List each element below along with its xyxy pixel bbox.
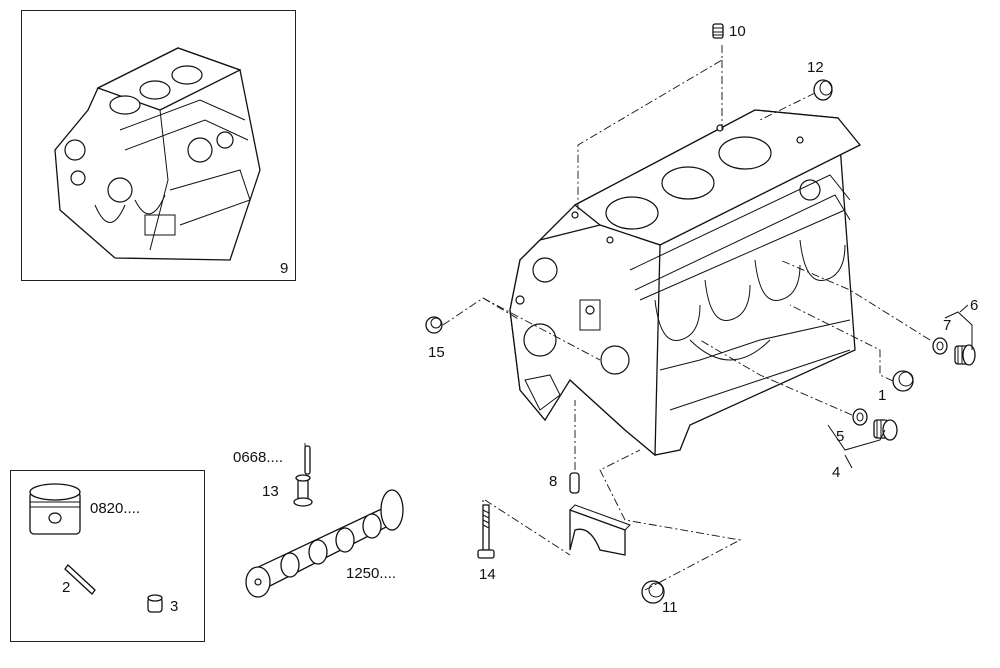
part-15-cup-plug bbox=[425, 316, 443, 334]
part-3-plug bbox=[147, 594, 163, 613]
bracket-6 bbox=[944, 311, 973, 350]
part-8-dowel bbox=[569, 472, 580, 494]
callout-1: 1 bbox=[878, 387, 886, 404]
callout-15: 15 bbox=[428, 344, 445, 361]
camshaft bbox=[245, 489, 404, 598]
part-4-threaded-plug bbox=[873, 419, 898, 441]
main-engine-block bbox=[509, 109, 862, 457]
ref-0820: 0820.... bbox=[90, 500, 140, 517]
callout-14: 14 bbox=[479, 566, 496, 583]
push-rod bbox=[304, 445, 311, 475]
part-11-cup-plug bbox=[641, 580, 665, 604]
leader-6 bbox=[959, 304, 969, 313]
leader-4 bbox=[844, 454, 853, 469]
part-10-plug bbox=[712, 23, 724, 39]
callout-8: 8 bbox=[549, 473, 557, 490]
part-6-threaded-plug bbox=[954, 344, 976, 366]
bearing-cap bbox=[569, 504, 631, 556]
part-12-cup-plug bbox=[813, 79, 833, 101]
callout-13: 13 bbox=[262, 483, 279, 500]
ref-1250: 1250.... bbox=[346, 565, 396, 582]
callout-10: 10 bbox=[729, 23, 746, 40]
callout-2: 2 bbox=[62, 579, 70, 596]
callout-5: 5 bbox=[836, 428, 844, 445]
part-5-washer bbox=[852, 408, 868, 426]
part-2-piston-pin bbox=[64, 564, 96, 595]
callout-3: 3 bbox=[170, 598, 178, 615]
part-1-cup-plug bbox=[892, 370, 914, 392]
callout-12: 12 bbox=[807, 59, 824, 76]
callout-labels: 10 12 9 15 6 7 1 5 4 8 14 11 13 0668....… bbox=[62, 23, 978, 616]
callout-9: 9 bbox=[280, 260, 288, 277]
bracket-4 bbox=[827, 424, 886, 451]
piston bbox=[29, 483, 81, 535]
callout-6: 6 bbox=[970, 297, 978, 314]
part-7-washer bbox=[932, 337, 948, 355]
part-13-tappet bbox=[293, 474, 313, 507]
part-14-bolt bbox=[477, 504, 495, 559]
inset-engine-block-drawing bbox=[54, 47, 261, 261]
callout-7: 7 bbox=[943, 317, 951, 334]
callout-4: 4 bbox=[832, 464, 840, 481]
callout-11: 11 bbox=[662, 599, 678, 616]
ref-0668: 0668.... bbox=[233, 449, 283, 466]
leader-lines bbox=[304, 45, 931, 591]
